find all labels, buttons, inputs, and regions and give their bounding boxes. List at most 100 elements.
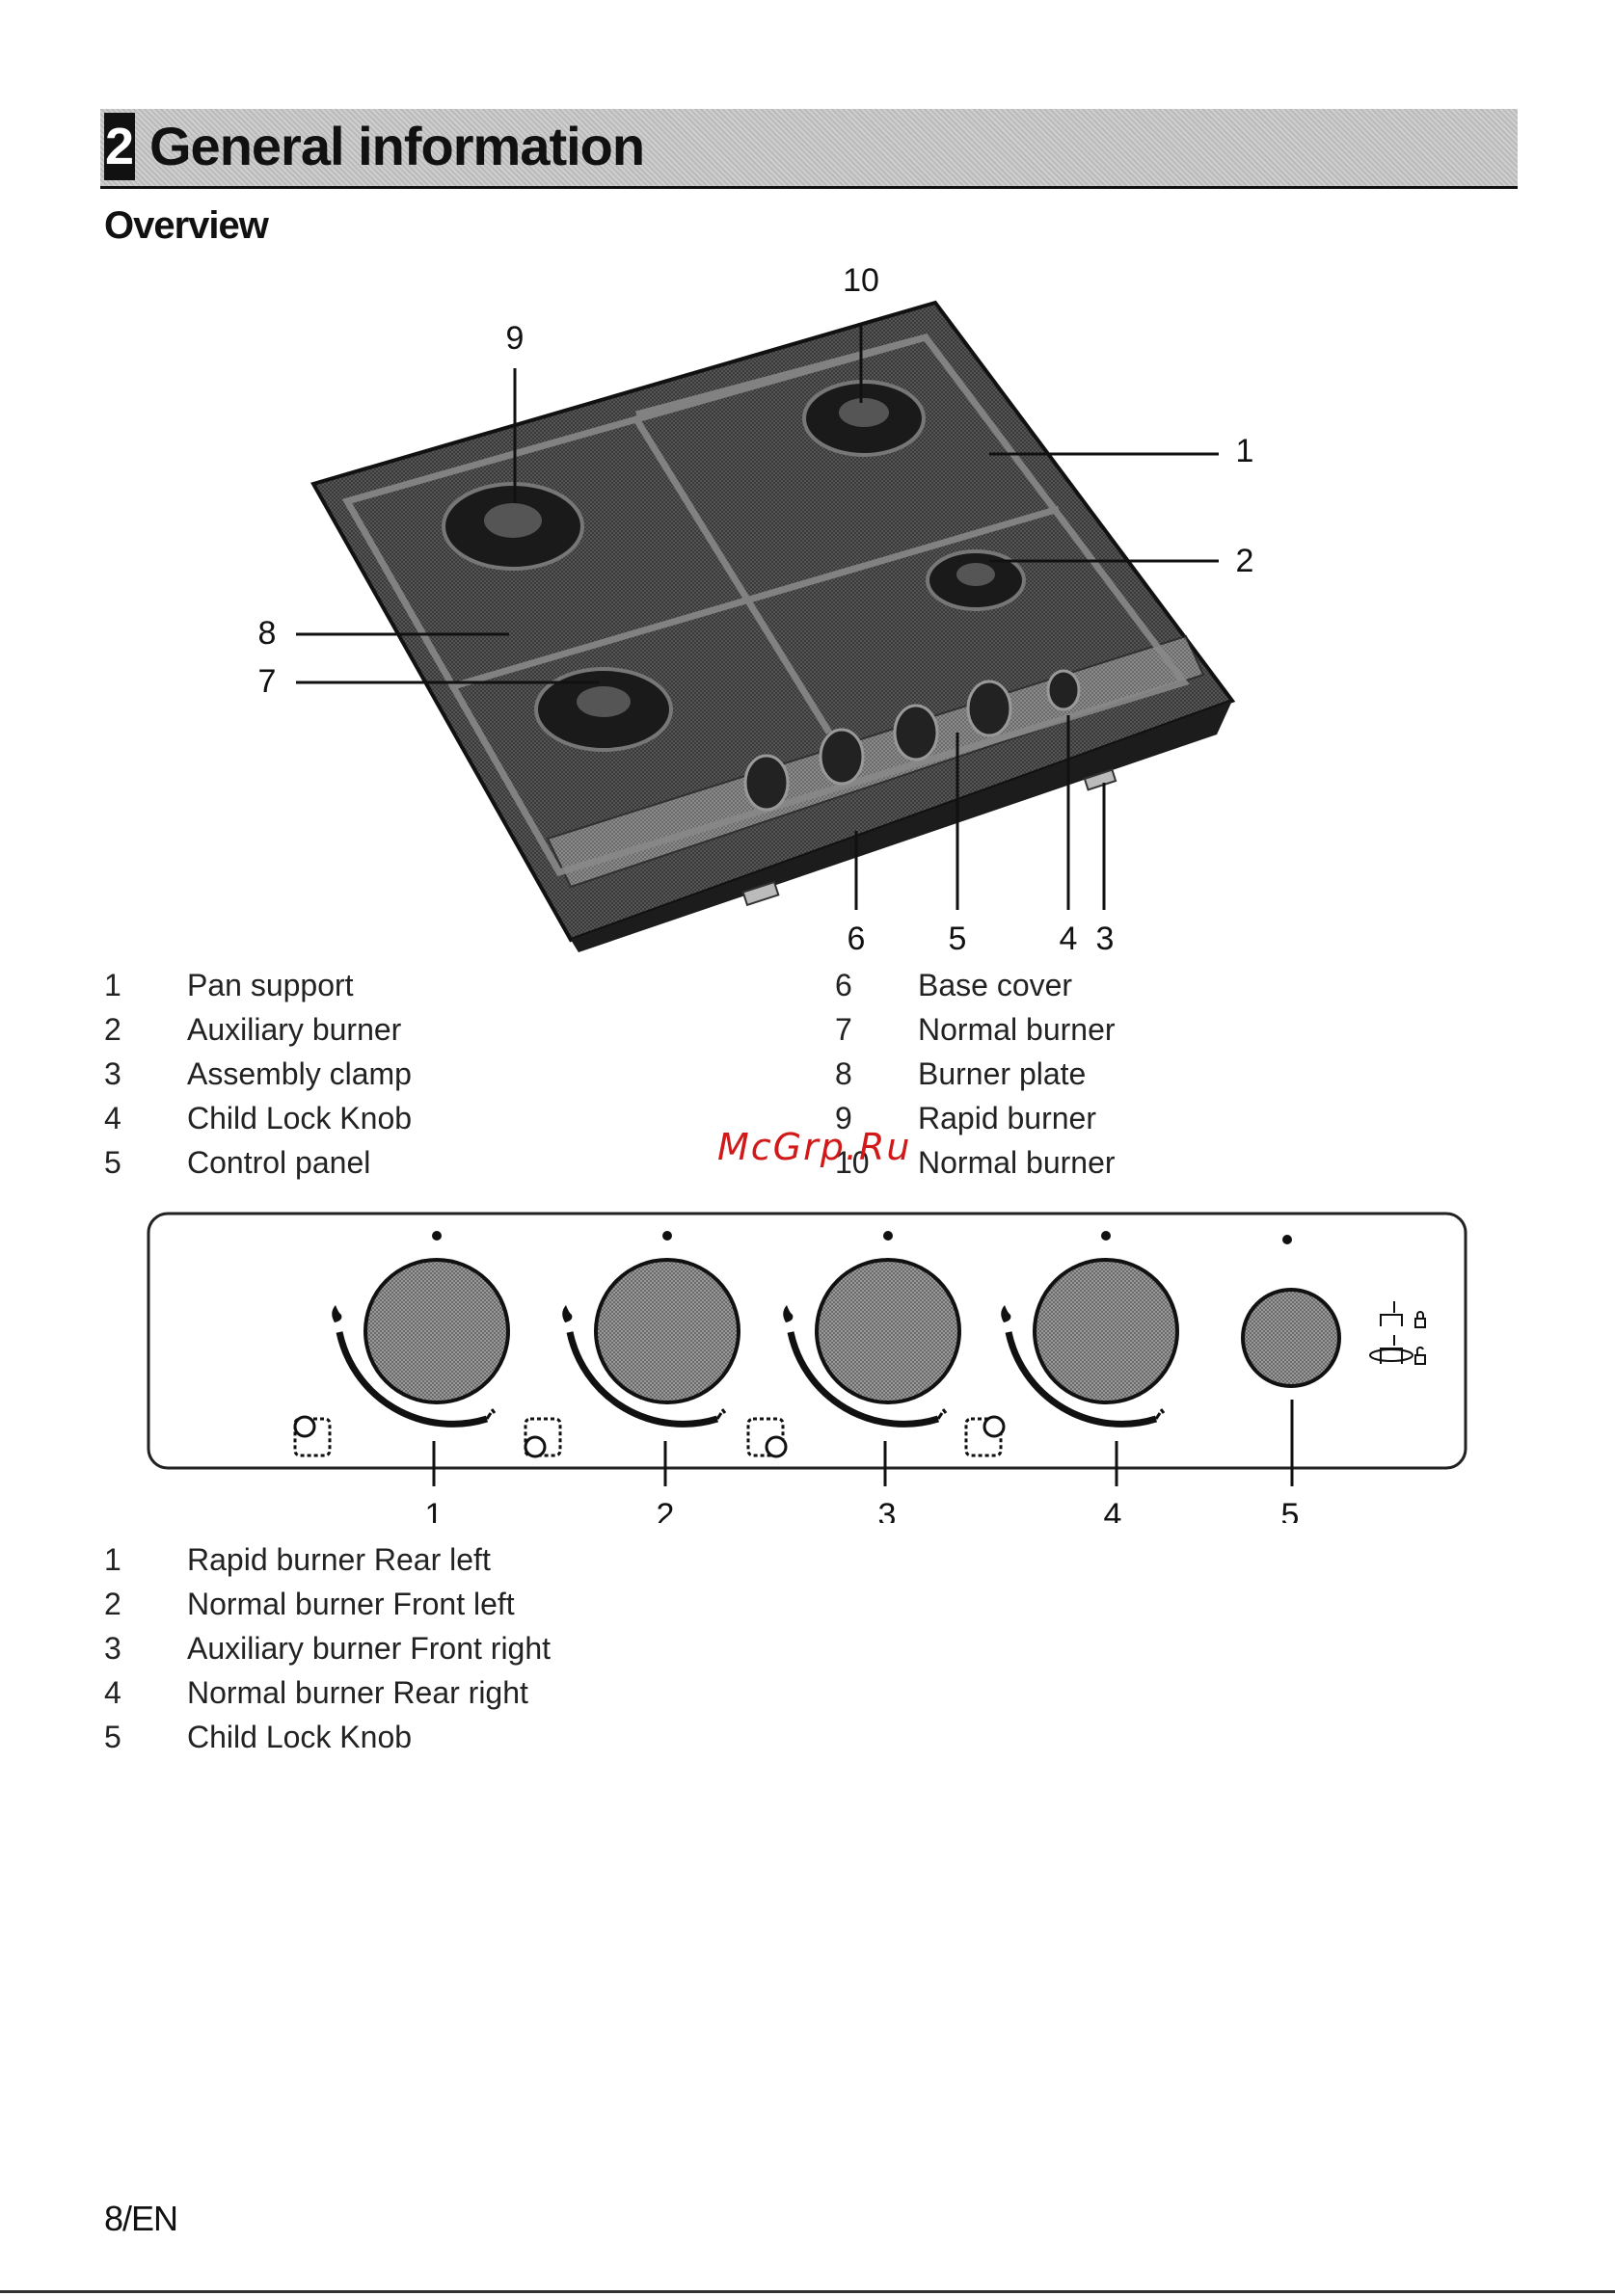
item-label: Burner plate: [918, 1056, 1087, 1091]
item-label: Auxiliary burner: [187, 1012, 402, 1047]
hob-illustration: 1 2 3 4 5 6 7 8 9 10: [258, 262, 1254, 957]
callout-3: 3: [1096, 921, 1115, 957]
item-number: 8: [835, 1056, 852, 1091]
list-item: 4 Child Lock Knob: [104, 1096, 683, 1140]
callout-8: 8: [258, 615, 277, 652]
list-item: 9 Rapid burner: [835, 1096, 1413, 1140]
list-item: 5 Control panel: [104, 1140, 683, 1185]
burner-position-icon: [524, 1417, 562, 1458]
list-item: 4 Normal burner Rear right: [104, 1670, 875, 1715]
callout-2: 2: [1236, 543, 1254, 579]
item-label: Assembly clamp: [187, 1056, 412, 1091]
item-label: Child Lock Knob: [187, 1101, 413, 1135]
knob-1: [293, 1231, 510, 1486]
assembly-clamp: [741, 768, 1117, 907]
burner-position-icon: [746, 1417, 788, 1458]
item-number: 2: [104, 1012, 121, 1047]
panel-callout-1: 1: [425, 1497, 444, 1523]
item-number: 7: [835, 1012, 852, 1047]
knob-3: [746, 1231, 961, 1486]
rapid-burner: [442, 482, 584, 571]
item-label: Normal burner: [918, 1145, 1116, 1180]
normal-burner-rear: [802, 380, 926, 457]
item-label: Child Lock Knob: [187, 1720, 413, 1754]
flame-icon: [783, 1305, 794, 1322]
item-label: Normal burner Front left: [187, 1587, 515, 1621]
panel-callout-3: 3: [878, 1497, 897, 1523]
item-label: Normal burner Rear right: [187, 1675, 528, 1710]
section-number: 2: [104, 113, 135, 180]
callout-5: 5: [949, 921, 967, 957]
item-number: 1: [104, 968, 121, 1002]
item-number: 5: [104, 1145, 121, 1180]
unlock-icon: [1369, 1335, 1426, 1365]
watermark: McGrp.Ru: [717, 1126, 912, 1168]
list-item: 1 Rapid burner Rear left: [104, 1537, 875, 1582]
control-knobs: [743, 669, 1081, 812]
item-label: Auxiliary burner Front right: [187, 1631, 552, 1666]
callout-7: 7: [258, 663, 277, 700]
flame-small-icon: [715, 1408, 727, 1420]
list-item: 2 Auxiliary burner: [104, 1007, 683, 1052]
overview-heading: Overview: [104, 204, 269, 247]
item-number: 2: [104, 1587, 121, 1621]
page-number: 8/EN: [104, 2199, 178, 2238]
legend-controls: 1 Rapid burner Rear left 2 Normal burner F…: [104, 1537, 875, 1759]
item-label: Base cover: [918, 968, 1073, 1002]
lock-icon: [1380, 1301, 1426, 1328]
item-number: 9: [835, 1101, 852, 1135]
flame-small-icon: [1154, 1408, 1166, 1420]
flame-icon: [562, 1305, 573, 1322]
list-item: 5 Child Lock Knob: [104, 1715, 875, 1759]
flame-small-icon: [485, 1408, 497, 1420]
flame-icon: [1001, 1305, 1011, 1322]
item-label: Control panel: [187, 1145, 371, 1180]
list-item: 1 Pan support: [104, 963, 683, 1007]
panel-callout-5: 5: [1281, 1497, 1300, 1523]
knob-2: [524, 1231, 740, 1486]
burner-position-icon: [293, 1415, 332, 1457]
list-item: 7 Normal burner: [835, 1007, 1413, 1052]
section-title: General information: [149, 116, 645, 176]
section-header-bar: [100, 109, 1518, 189]
list-item: 10 Normal burner: [835, 1140, 1413, 1185]
item-number: 5: [104, 1720, 121, 1754]
panel-callout-4: 4: [1104, 1497, 1122, 1523]
item-number: 1: [104, 1542, 121, 1577]
list-item: 2 Normal burner Front left: [104, 1582, 875, 1626]
callout-4: 4: [1060, 921, 1078, 957]
normal-burner-front: [534, 667, 673, 752]
callout-10: 10: [843, 262, 879, 299]
callout-9: 9: [506, 320, 525, 357]
callout-6: 6: [848, 921, 866, 957]
item-number: 6: [835, 968, 852, 1002]
item-label: Normal burner: [918, 1012, 1116, 1047]
control-panel-diagram: 1 2 3 4 5: [147, 1212, 1467, 1523]
callout-1: 1: [1236, 433, 1254, 469]
flame-small-icon: [936, 1408, 948, 1420]
panel-callout-2: 2: [657, 1497, 675, 1523]
item-label: Rapid burner: [918, 1101, 1096, 1135]
pan-support: [341, 333, 1190, 877]
knob-4: [964, 1231, 1179, 1486]
list-item: 3 Assembly clamp: [104, 1052, 683, 1096]
item-label: Rapid burner Rear left: [187, 1542, 491, 1577]
item-number: 4: [104, 1101, 121, 1135]
bottom-rule: [0, 2290, 1615, 2293]
list-item: 8 Burner plate: [835, 1052, 1413, 1096]
callout-lines: [296, 326, 1219, 910]
hob-body: [310, 300, 1236, 952]
child-lock-knob: [1241, 1235, 1341, 1486]
burner-position-icon: [964, 1415, 1006, 1457]
item-number: 10: [835, 1145, 870, 1180]
item-number: 4: [104, 1675, 121, 1710]
list-item: 6 Base cover: [835, 963, 1413, 1007]
item-number: 3: [104, 1631, 121, 1666]
flame-icon: [332, 1305, 342, 1322]
item-number: 3: [104, 1056, 121, 1091]
legend-left: 1 Pan support 2 Auxiliary burner 3 Assembly…: [104, 963, 683, 1185]
list-item: 3 Auxiliary burner Front right: [104, 1626, 875, 1670]
auxiliary-burner: [926, 549, 1026, 611]
item-label: Pan support: [187, 968, 354, 1002]
